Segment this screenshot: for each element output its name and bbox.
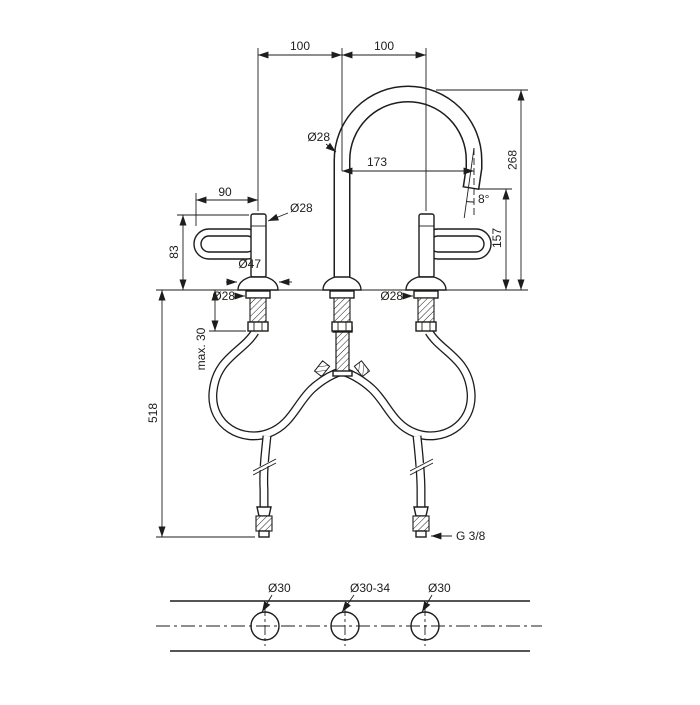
dim-label-hole-right: Ø30 xyxy=(428,581,451,595)
dim-label-spout-diameter: Ø28 xyxy=(307,130,330,144)
hose-left-break-mark2 xyxy=(252,462,277,476)
dim-label-hole-left: Ø30 xyxy=(268,581,291,595)
dim-label-outlet-height: 157 xyxy=(490,228,504,248)
dim-label-hose-length: 518 xyxy=(146,403,160,423)
dim-label-handle-diameter: Ø28 xyxy=(290,201,313,215)
hose-right-loop-inner xyxy=(340,330,475,440)
left-hose-cone xyxy=(256,506,272,517)
plan-view: Ø30 Ø30-34 Ø30 xyxy=(156,581,542,652)
dim-label-max-thickness: max. 30 xyxy=(194,327,208,370)
center-washer xyxy=(329,290,355,299)
braided-connector-cap-bottom xyxy=(332,370,353,377)
leader-hole-center xyxy=(341,594,355,613)
dim-label-overall-height: 268 xyxy=(506,150,520,170)
right-handle-pipe xyxy=(418,213,435,278)
hole-right xyxy=(410,611,440,641)
center-mounting-nut xyxy=(331,321,353,332)
hose-left-tail-inner xyxy=(260,435,271,507)
left-handle-loop-inner xyxy=(200,235,256,253)
spout xyxy=(322,85,483,291)
spout-base xyxy=(322,276,362,291)
hose-junction-left-fitting xyxy=(313,360,331,378)
left-hose-thread-tip xyxy=(258,530,270,538)
left-handle xyxy=(193,213,279,291)
mounting-shanks xyxy=(245,290,439,332)
hole-center xyxy=(330,611,360,641)
spout-outlet-tip xyxy=(462,186,480,190)
hole-left xyxy=(250,611,280,641)
spout-body-fill xyxy=(335,87,481,290)
left-mounting-nut xyxy=(247,321,269,332)
dim-label-outlet-angle: 8° xyxy=(478,192,490,206)
left-washer xyxy=(245,290,271,299)
center-threaded-shank xyxy=(333,297,351,323)
hose-end-fittings xyxy=(255,506,430,538)
left-hose-nut xyxy=(255,515,273,532)
left-threaded-shank xyxy=(249,297,267,323)
outlet-angle-arc xyxy=(466,201,475,203)
right-threaded-shank xyxy=(417,297,435,323)
spout-body-outline xyxy=(333,85,483,290)
dim-label-right-shank-diameter: Ø28 xyxy=(380,289,403,303)
right-washer xyxy=(413,290,439,299)
right-hose-nut xyxy=(412,515,430,532)
leader-hole-right xyxy=(421,594,433,613)
leader-hole-left xyxy=(261,594,273,613)
dim-label-handle-projection: 90 xyxy=(218,185,232,199)
right-hose-thread-tip xyxy=(415,530,427,538)
left-handle-base xyxy=(237,276,279,291)
right-handle-loop-inner xyxy=(429,235,485,253)
right-handle-base xyxy=(405,276,447,291)
dim-label-hole-center: Ø30-34 xyxy=(350,581,390,595)
braided-connector xyxy=(335,330,350,373)
hose-left-loop-inner xyxy=(209,330,344,440)
right-handle xyxy=(405,213,492,291)
dim-label-spout-reach: 173 xyxy=(367,155,387,169)
dim-label-handle-height: 83 xyxy=(167,245,181,259)
hose-right-break-mark2 xyxy=(409,462,434,476)
hose-left-break-mark xyxy=(252,458,277,472)
supply-hoses xyxy=(208,326,476,507)
dim-label-base-diameter: Ø47 xyxy=(238,257,261,271)
hose-junction-right-fitting xyxy=(353,360,371,378)
front-view: 100 100 Ø28 173 268 157 8° 90 xyxy=(146,39,528,543)
hose-right-break-mark xyxy=(409,458,434,472)
leader-handle-diameter xyxy=(267,212,289,222)
leader-spout-diameter xyxy=(325,142,337,153)
right-mounting-nut xyxy=(415,321,437,332)
dim-label-left-shank-diameter: Ø28 xyxy=(212,289,235,303)
dim-label-spacing-left: 100 xyxy=(290,39,310,53)
outlet-angle-axis xyxy=(463,147,475,219)
dim-label-spacing-right: 100 xyxy=(374,39,394,53)
right-hose-cone xyxy=(413,506,429,517)
dimensions: 100 100 Ø28 173 268 157 8° 90 xyxy=(146,39,528,543)
dim-label-connection-thread: G 3/8 xyxy=(456,529,486,543)
